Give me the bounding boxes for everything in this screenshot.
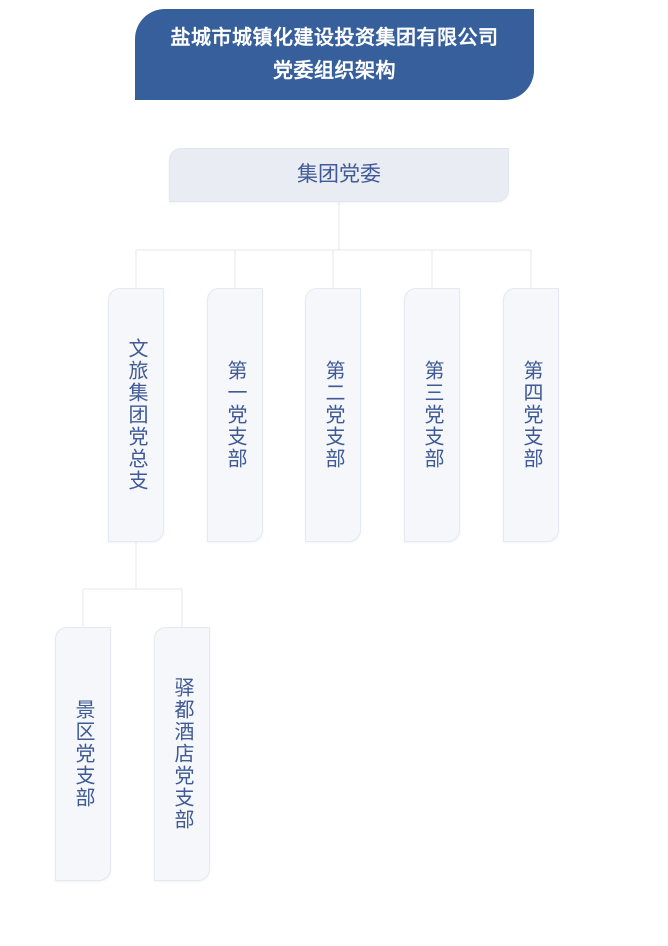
node-label-n2: 第一党支部 [224, 360, 246, 470]
node-label-n7: 驿都酒店党支部 [171, 677, 193, 831]
node-label-n3: 第二党支部 [322, 360, 344, 470]
node-label-n4: 第三党支部 [421, 360, 443, 470]
page-title: 盐城市城镇化建设投资集团有限公司 党委组织架构 [170, 26, 499, 82]
node-label-n1: 文旅集团党总支 [125, 338, 147, 492]
node-group-party-committee[interactable]: 集团党委 [169, 148, 509, 202]
node-third-party-branch[interactable]: 第三党支部 [404, 288, 460, 542]
node-culture-tourism-branch[interactable]: 文旅集团党总支 [108, 288, 164, 542]
node-scenic-area-party-branch[interactable]: 景区党支部 [55, 627, 111, 881]
node-label-n5: 第四党支部 [520, 360, 542, 470]
chart-title-banner: 盐城市城镇化建设投资集团有限公司 党委组织架构 [135, 9, 534, 100]
node-second-party-branch[interactable]: 第二党支部 [305, 288, 361, 542]
node-fourth-party-branch[interactable]: 第四党支部 [503, 288, 559, 542]
node-label-root: 集团党委 [297, 162, 381, 186]
node-label-n6: 景区党支部 [72, 699, 94, 809]
node-yidu-hotel-party-branch[interactable]: 驿都酒店党支部 [154, 627, 210, 881]
node-first-party-branch[interactable]: 第一党支部 [207, 288, 263, 542]
